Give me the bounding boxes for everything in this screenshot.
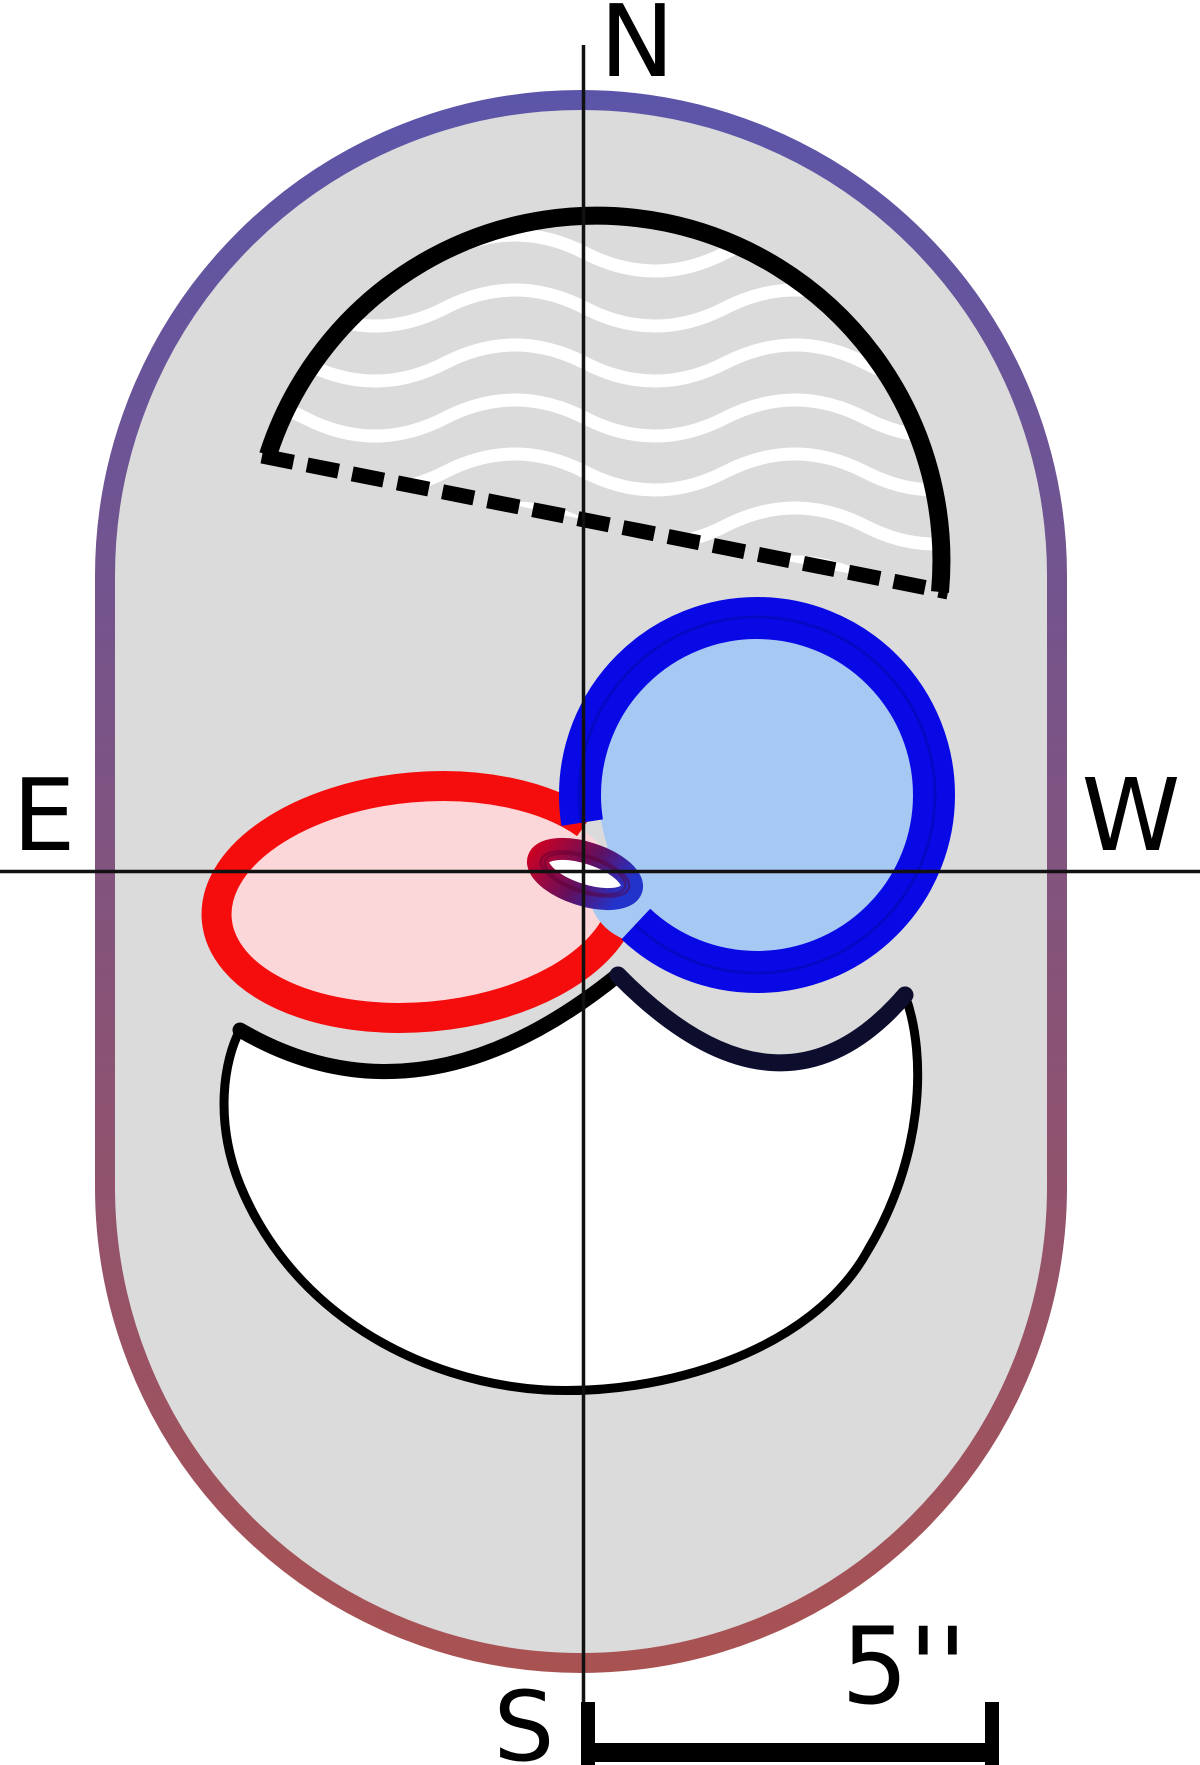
label-north: N: [600, 0, 675, 100]
label-west: W: [1082, 757, 1181, 874]
central-torus-ring: [526, 837, 644, 911]
wave-line: [268, 447, 942, 497]
blue-lobe-inner-line: [577, 615, 937, 975]
blue-lobe: [559, 597, 955, 993]
south-cavity-left-rim: [232, 967, 626, 1080]
scale-bar: 5'': [581, 1605, 999, 1765]
south-cavity-right-rim: [609, 966, 914, 1072]
wave-line: [268, 338, 942, 388]
red-lobe-ring: [201, 771, 641, 1033]
central-torus-seam-line: [539, 850, 631, 898]
scale-bar-left-tick: [581, 1702, 595, 1765]
wave-line: [268, 393, 942, 443]
north-shell-arc: [259, 206, 951, 593]
dashed-boundary-line: [260, 448, 950, 600]
red-lobe-fill: [223, 793, 619, 1011]
label-east: E: [12, 757, 75, 874]
scale-bar-line: [583, 1743, 993, 1762]
central-torus-seam-line: [543, 852, 627, 896]
label-south: S: [494, 1671, 555, 1765]
scale-bar-label: 5'': [841, 1605, 967, 1728]
scale-bar-right-tick: [985, 1702, 999, 1765]
red-lobe: [201, 771, 641, 1033]
blue-lobe-ring: [559, 597, 955, 993]
